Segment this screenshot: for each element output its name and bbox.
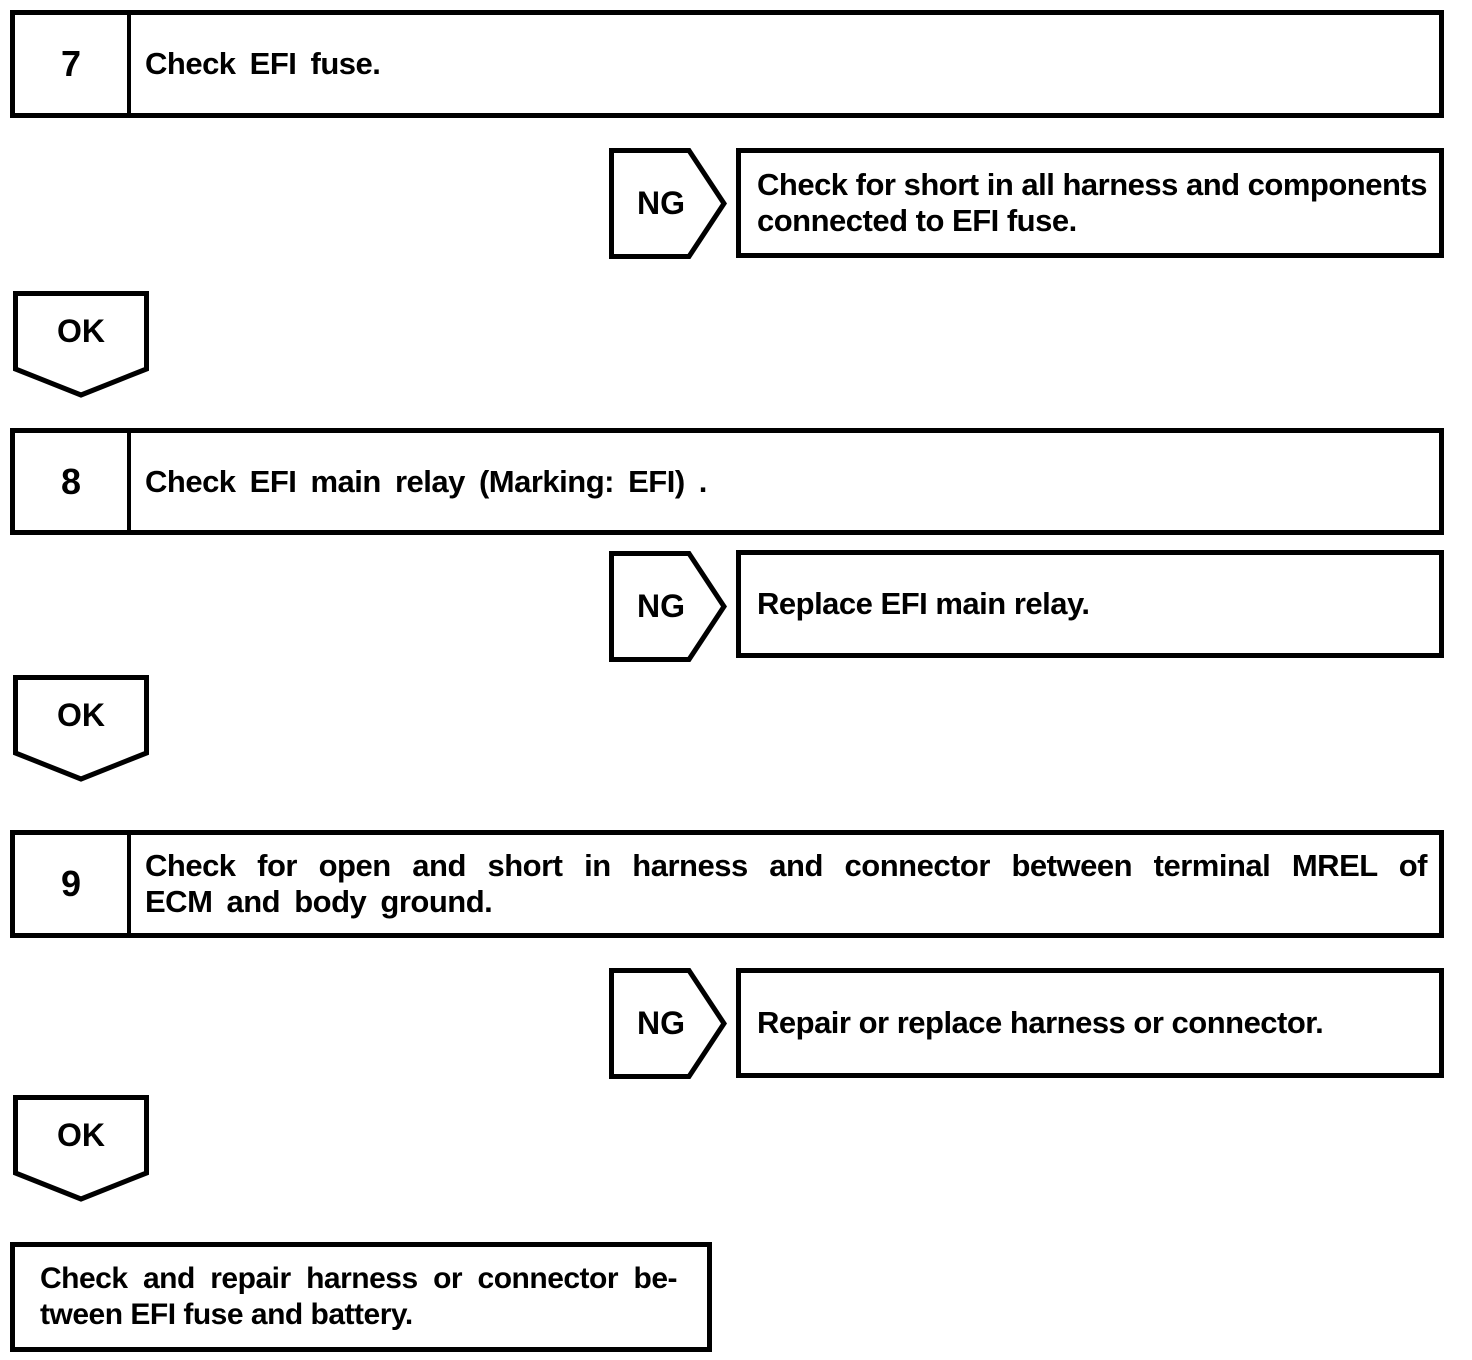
ng-connector-2: NG [609, 551, 727, 662]
ng-result-box-2: Replace EFI main relay. [736, 550, 1444, 658]
ng-result-text-line: Replace EFI main relay. [757, 586, 1090, 621]
ok-connector-2: OK [13, 675, 149, 782]
ng-result-text-line: connected to EFI fuse. [757, 203, 1077, 238]
step-box-9: 9 Check for open and short in harness an… [10, 830, 1444, 938]
step-number: 8 [60, 460, 82, 502]
step-text-line: Check for open and short in harness and … [145, 848, 1428, 883]
ng-result-box-3: Repair or replace harness or connector. [736, 968, 1444, 1078]
step-text: Check EFI fuse. [131, 15, 1439, 113]
ok-label: OK [57, 696, 105, 733]
ok-pentagon-icon [13, 675, 149, 782]
ok-connector-1: OK [13, 291, 149, 398]
ng-result-text-line: Repair or replace harness or connector. [757, 1005, 1324, 1040]
ok-pentagon-icon [13, 1095, 149, 1202]
ok-pentagon-icon [13, 291, 149, 398]
final-box: Check and repair harness or connector be… [10, 1242, 712, 1352]
step-number: 9 [60, 863, 82, 904]
ok-label: OK [57, 312, 105, 349]
step-text-line: ECM and body ground. [145, 884, 493, 919]
step-number: 7 [60, 43, 82, 84]
ng-pentagon-icon [609, 148, 727, 259]
ng-pentagon-icon [609, 968, 727, 1079]
ng-connector-1: NG [609, 148, 727, 259]
ng-label: NG [637, 185, 685, 221]
step-box-7: 7 Check EFI fuse. [10, 10, 1444, 118]
step-number-cell: 7 [15, 15, 131, 113]
ng-result-box-1: Check for short in all harness and compo… [736, 148, 1444, 258]
ng-label: NG [637, 1005, 685, 1041]
final-text-line: tween EFI fuse and battery. [40, 1298, 413, 1331]
step-text-line: Check EFI main relay (Marking: EFI) . [145, 463, 707, 499]
ng-connector-3: NG [609, 968, 727, 1079]
ok-label: OK [57, 1116, 105, 1153]
step-text: Check EFI main relay (Marking: EFI) . [131, 433, 1439, 530]
ng-pentagon-icon [609, 551, 727, 662]
ng-result-text-line: Check for short in all harness and compo… [757, 167, 1427, 202]
ok-connector-3: OK [13, 1095, 149, 1202]
step-box-8: 8 Check EFI main relay (Marking: EFI) . [10, 428, 1444, 535]
final-text-line: Check and repair harness or connector be… [40, 1262, 678, 1295]
step-text: Check for open and short in harness and … [131, 835, 1439, 933]
step-text-line: Check EFI fuse. [145, 46, 381, 81]
step-number-cell: 8 [15, 433, 131, 530]
step-number-cell: 9 [15, 835, 131, 933]
ng-label: NG [637, 588, 685, 624]
